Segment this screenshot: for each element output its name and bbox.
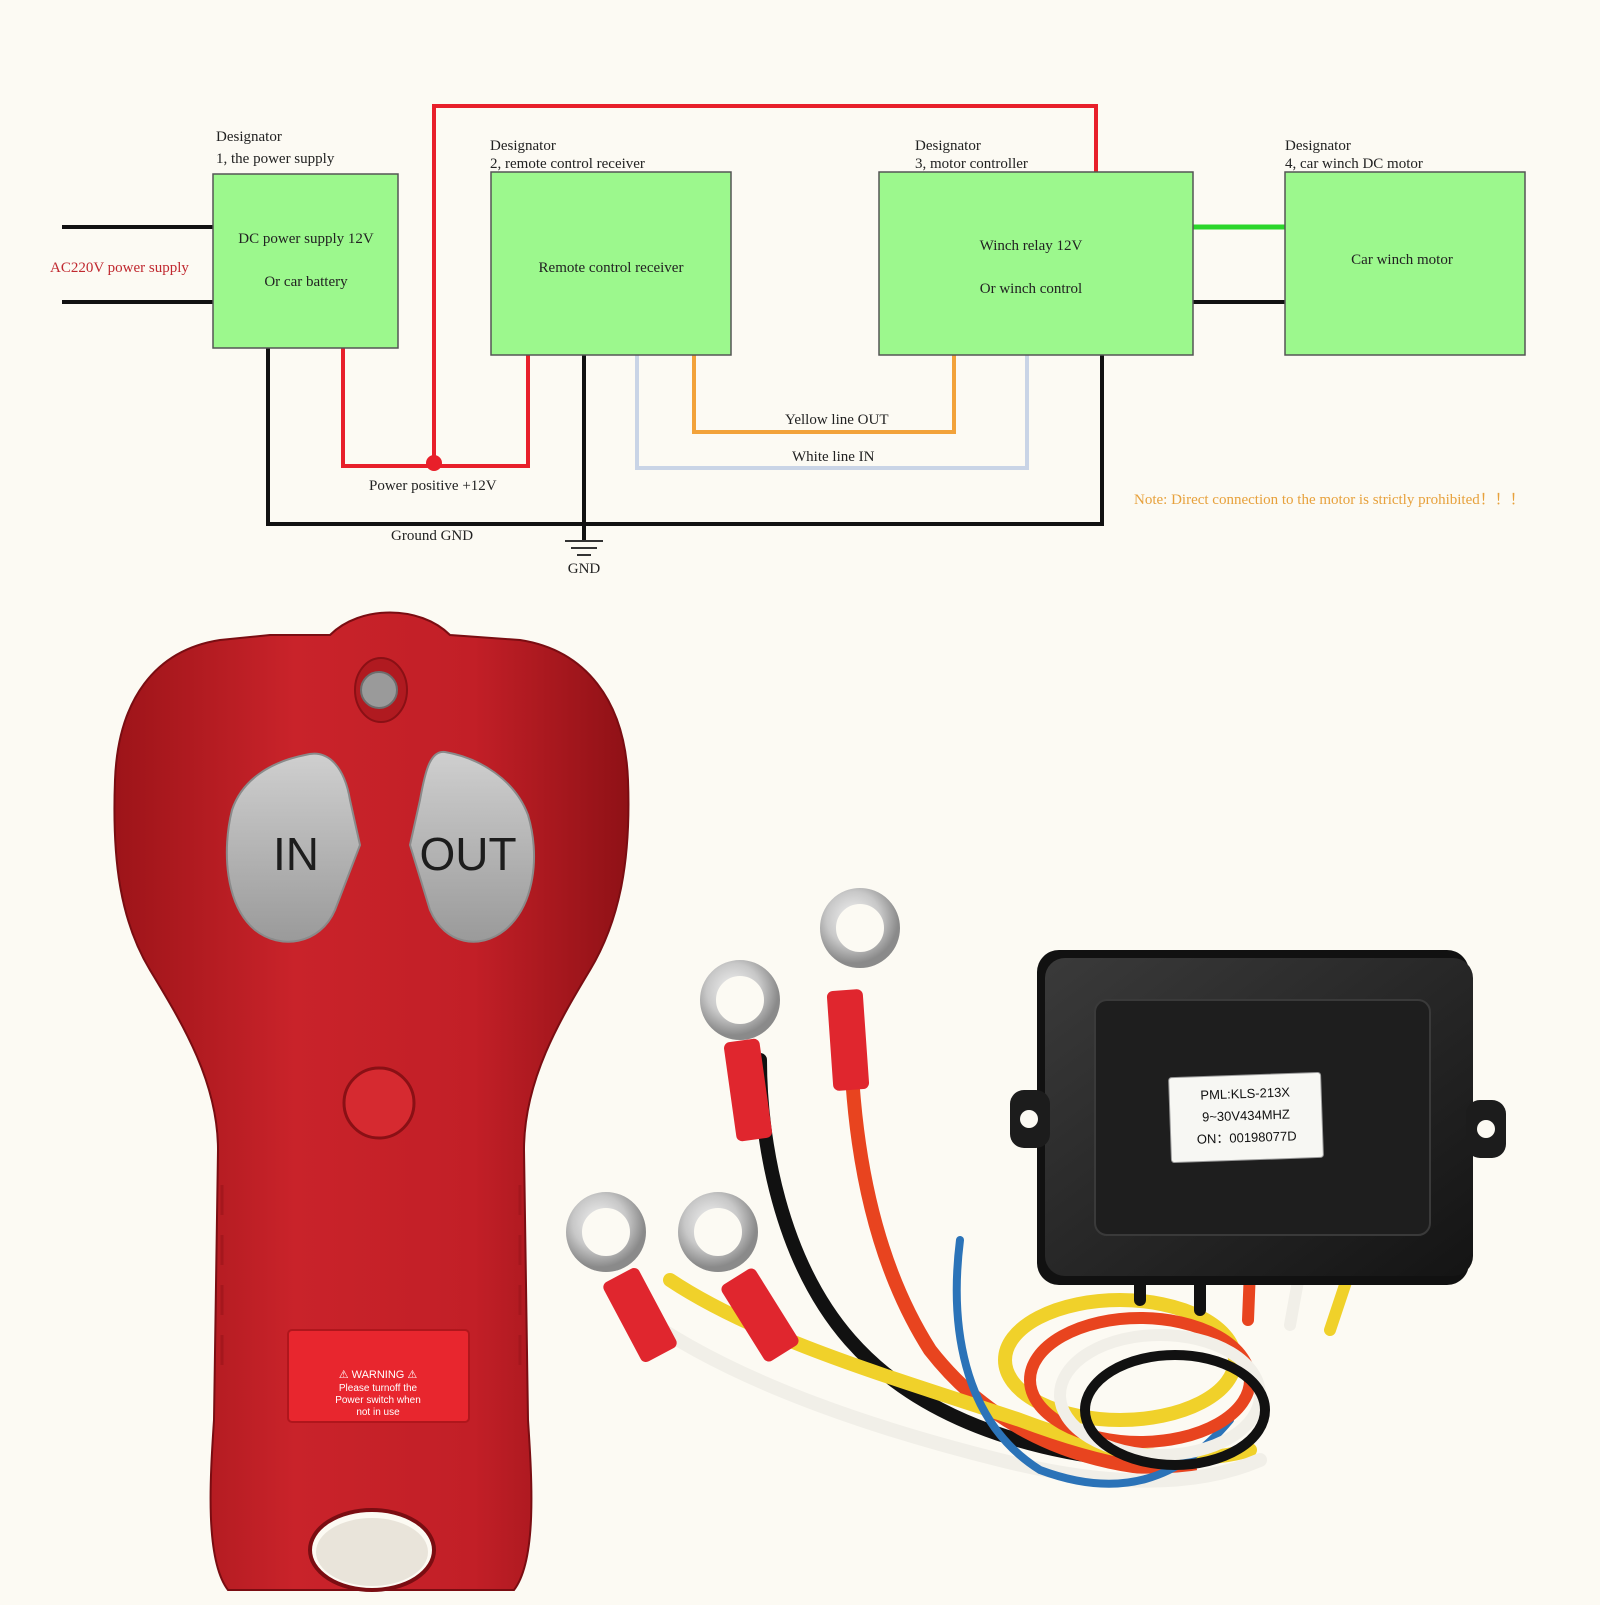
white-in-wire [635,355,1029,470]
block-3-subtitle: 3, motor controller [915,156,1028,172]
block-remote-receiver [490,171,732,356]
led-indicator-icon [360,671,398,709]
ground-wire [266,337,1104,526]
block-winch-motor [1284,171,1526,356]
receiver-label-line-2: 9~30V434MHZ [1202,1106,1290,1124]
lanyard-hole-inner [316,1518,428,1586]
in-button[interactable] [225,752,362,943]
warning-line-2: Power switch when [335,1395,421,1406]
ring-terminal-2 [820,888,900,1091]
in-button-label: IN [273,828,319,880]
block-2-line-1: Remote control receiver [539,260,684,276]
ac-power-label: AC220V power supply [50,260,189,276]
block-4-designator: Designator [1285,138,1351,154]
block-4-line-1: Car winch motor [1351,252,1453,268]
receiver-label-line-1: PML:KLS-213X [1200,1084,1290,1102]
warning-line-1: Please turnoff the [339,1383,418,1394]
block-1-line-1: DC power supply 12V [238,231,374,247]
mounting-hole-left [1020,1110,1038,1128]
out-button[interactable] [408,750,536,943]
block-1-subtitle: 1, the power supply [216,151,335,167]
block-1-line-2: Or car battery [264,274,348,290]
warning-note: Note: Direct connection to the motor is … [1134,492,1525,508]
red-wire-top [432,104,1098,462]
wiring-diagram: Designator 1, the power supply Designato… [50,104,1526,577]
ground-label: Ground GND [391,528,473,544]
junction-dot [426,455,442,471]
block-3-line-1: Winch relay 12V [980,238,1083,254]
power-button[interactable] [342,1066,416,1140]
yellow-out-wire [692,355,956,434]
receiver-label [1168,1071,1324,1164]
yellow-line-label: Yellow line OUT [785,412,888,428]
warning-title: ⚠ WARNING ⚠ [339,1369,418,1381]
remote-grip-ridges [220,1185,522,1365]
block-3-line-2: Or winch control [980,281,1082,297]
block-power-supply [212,173,399,349]
block-motor-controller [878,171,1194,356]
ring-terminal-1 [700,960,780,1142]
block-1-designator: Designator [216,129,282,145]
out-button-label: OUT [419,828,516,880]
block-2-designator: Designator [490,138,556,154]
block-2-subtitle: 2, remote control receiver [490,156,645,172]
warning-line-3: not in use [356,1407,400,1418]
warning-sticker [287,1329,470,1423]
remote-control: IN OUT ⚠ WARNING ⚠ Please turnoff the Po… [113,611,630,1592]
gnd-symbol-label: GND [568,561,601,577]
white-line-label: White line IN [792,449,875,465]
gnd-symbol [565,540,603,556]
ring-terminal-4 [678,1192,799,1362]
block-4-subtitle: 4, car winch DC motor [1285,156,1423,172]
power-positive-label: Power positive +12V [369,478,497,494]
mounting-hole-right [1477,1120,1495,1138]
block-3-designator: Designator [915,138,981,154]
receiver-label-line-3: ON：00198077D [1197,1128,1297,1146]
receiver-assembly: PML:KLS-213X 9~30V434MHZ ON：00198077D [566,888,1506,1488]
ring-terminal-3 [566,1192,677,1363]
